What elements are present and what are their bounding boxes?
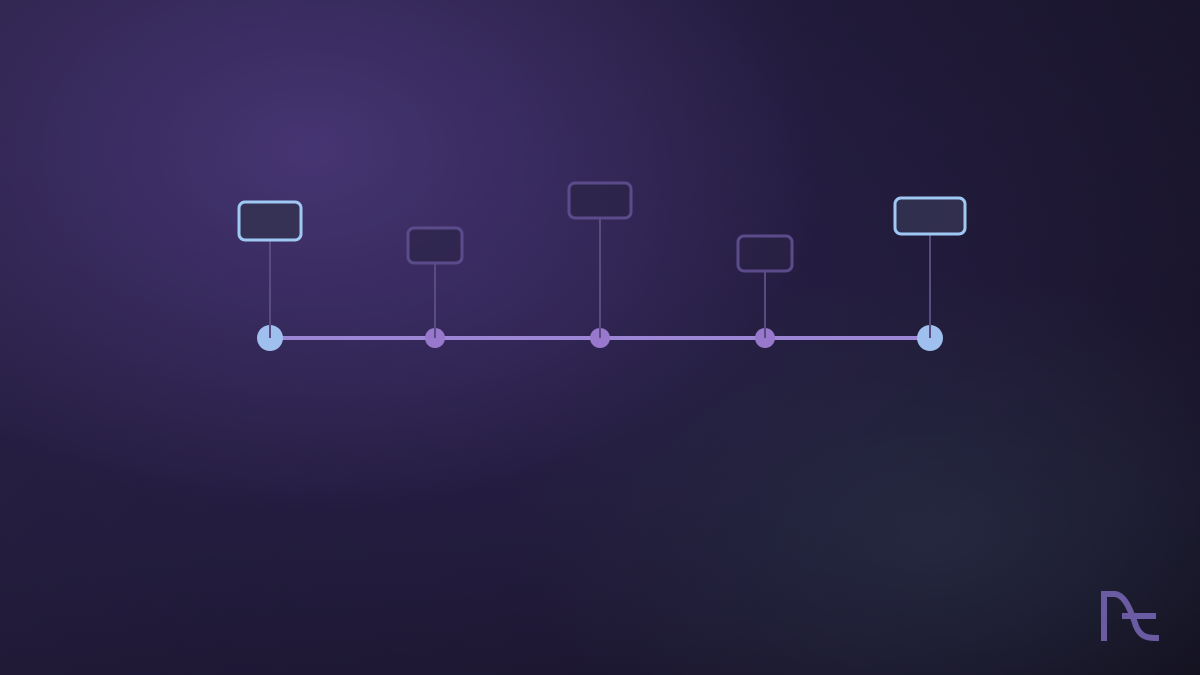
milestone-3 bbox=[567, 181, 633, 348]
milestone-label-box bbox=[567, 181, 633, 220]
milestone-label-box bbox=[893, 196, 967, 236]
milestone-label-box bbox=[237, 200, 303, 242]
brand-logo-icon bbox=[1101, 591, 1160, 642]
milestone-4 bbox=[736, 234, 794, 348]
milestone-label-box bbox=[736, 234, 794, 273]
milestones bbox=[237, 181, 967, 351]
milestone-label-box bbox=[406, 226, 464, 265]
milestone-5 bbox=[893, 196, 967, 351]
milestone-2 bbox=[406, 226, 464, 348]
milestone-1 bbox=[237, 200, 303, 351]
